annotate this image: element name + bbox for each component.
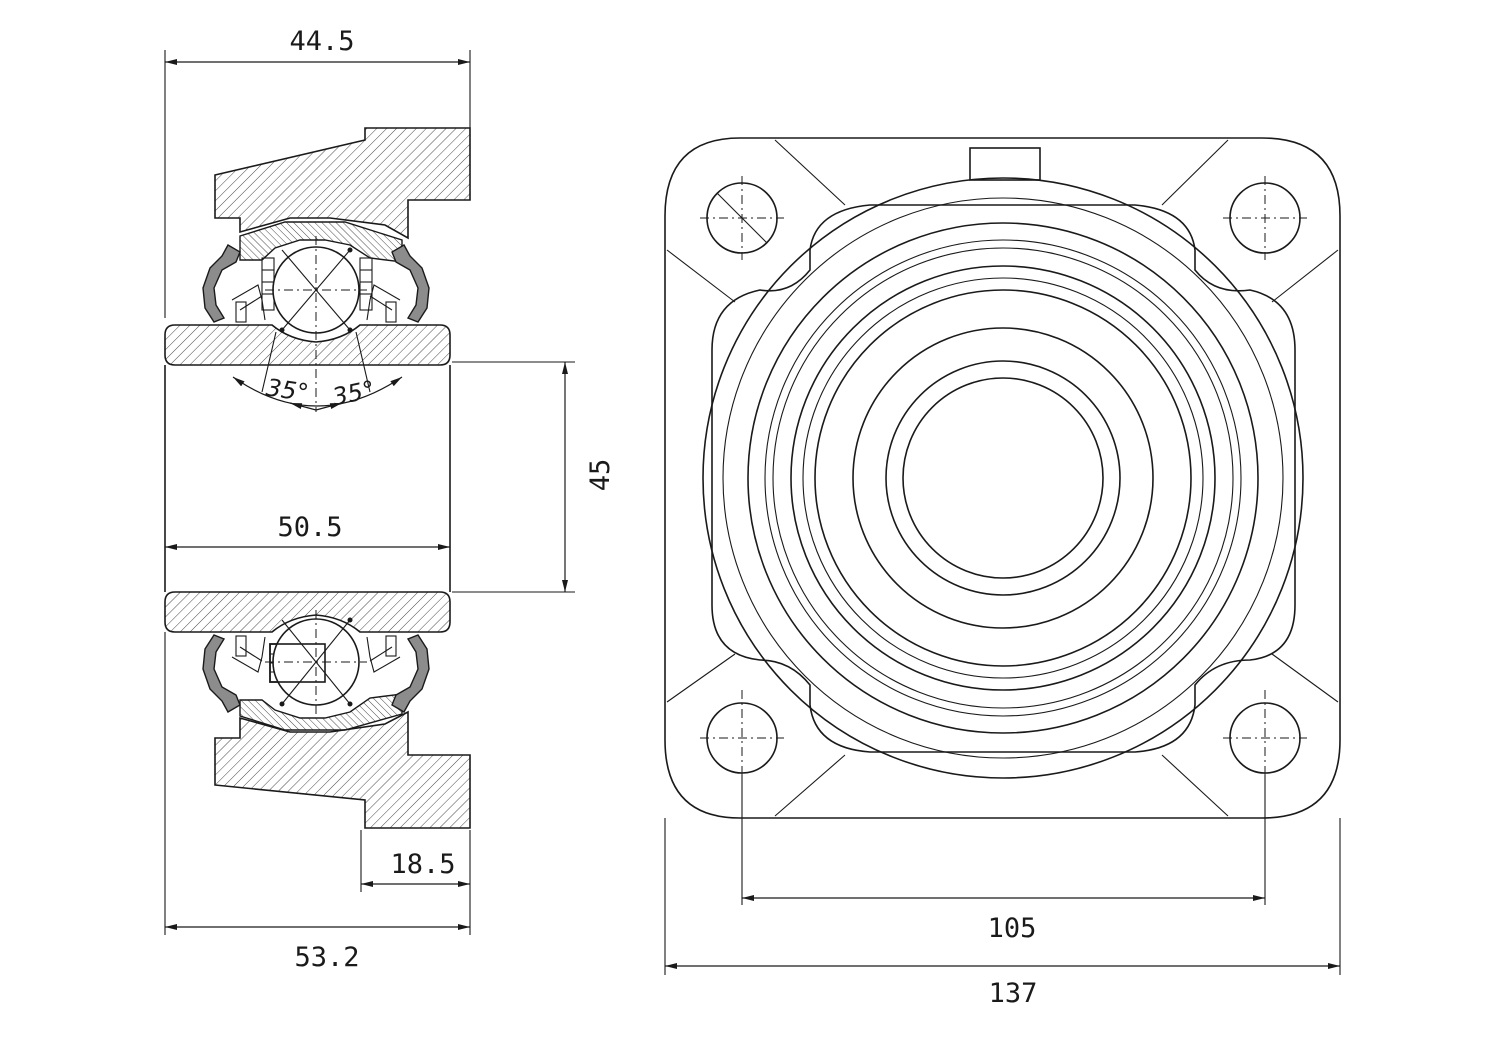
housing-boss-outline: [711, 204, 1296, 753]
seal-left-upper: [202, 244, 241, 323]
bolt-hole-bottom-right: [1223, 690, 1307, 782]
contact-angle-arc: [232, 376, 403, 407]
dim-bolt-spacing: 105: [988, 913, 1037, 944]
seal-right-lower: [391, 634, 430, 713]
housing-lower-section: [214, 710, 471, 829]
housing-upper-section: [214, 127, 471, 240]
inner-ring-upper-section: [164, 324, 451, 366]
section-view: 35° 35°: [164, 127, 471, 829]
housing-circle-outer: [702, 177, 1304, 779]
bolt-hole-top-left: [700, 176, 784, 260]
front-view: [664, 137, 1341, 819]
seal-left-lower: [202, 634, 241, 713]
bolt-hole-top-right: [1223, 176, 1307, 260]
flange-outline: [664, 137, 1341, 819]
dim-bore-diameter: 45: [585, 459, 616, 492]
angle-label-left: 35°: [264, 373, 310, 407]
outer-ring-lower-section: [239, 693, 403, 731]
inner-ring-circle: [885, 360, 1121, 596]
dim-flange-square: 137: [989, 978, 1038, 1009]
seal-right-upper: [391, 244, 430, 323]
dim-flange-width: 18.5: [390, 849, 455, 880]
inner-ring-lower-section: [164, 591, 451, 633]
front-view-dimensions: 105 137: [664, 775, 1341, 1009]
bore-circle: [902, 377, 1104, 579]
angle-label-right: 35°: [330, 375, 377, 411]
bolt-hole-bottom-left: [700, 690, 784, 782]
section-view-dimensions: 44.5 45 50.5 18.5 53.2: [164, 26, 616, 973]
dim-inner-ring-width: 50.5: [277, 512, 342, 543]
lube-notch: [969, 147, 1041, 181]
dim-overall-width-bottom: 53.2: [294, 942, 359, 973]
outer-ring-circle: [814, 289, 1192, 667]
dim-overall-width-top: 44.5: [289, 26, 354, 57]
